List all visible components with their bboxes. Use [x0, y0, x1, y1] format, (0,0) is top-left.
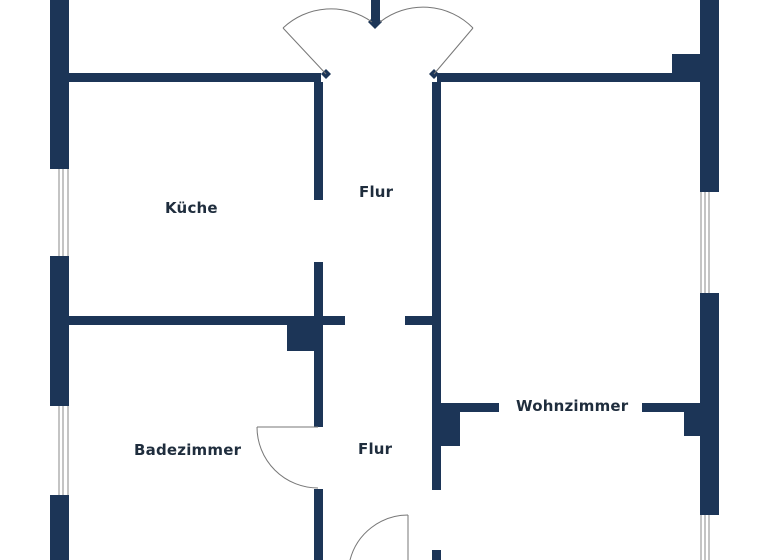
room-label-kueche: Küche: [165, 199, 218, 217]
room-label-flur-top: Flur: [359, 183, 394, 201]
room-label-wohnzimmer: Wohnzimmer: [516, 397, 629, 415]
room-label-badezimmer: Badezimmer: [134, 441, 242, 459]
room-label-flur-bottom: Flur: [358, 440, 393, 458]
walls: [50, 0, 719, 560]
windows: [58, 169, 710, 560]
doors: [256, 6, 474, 560]
